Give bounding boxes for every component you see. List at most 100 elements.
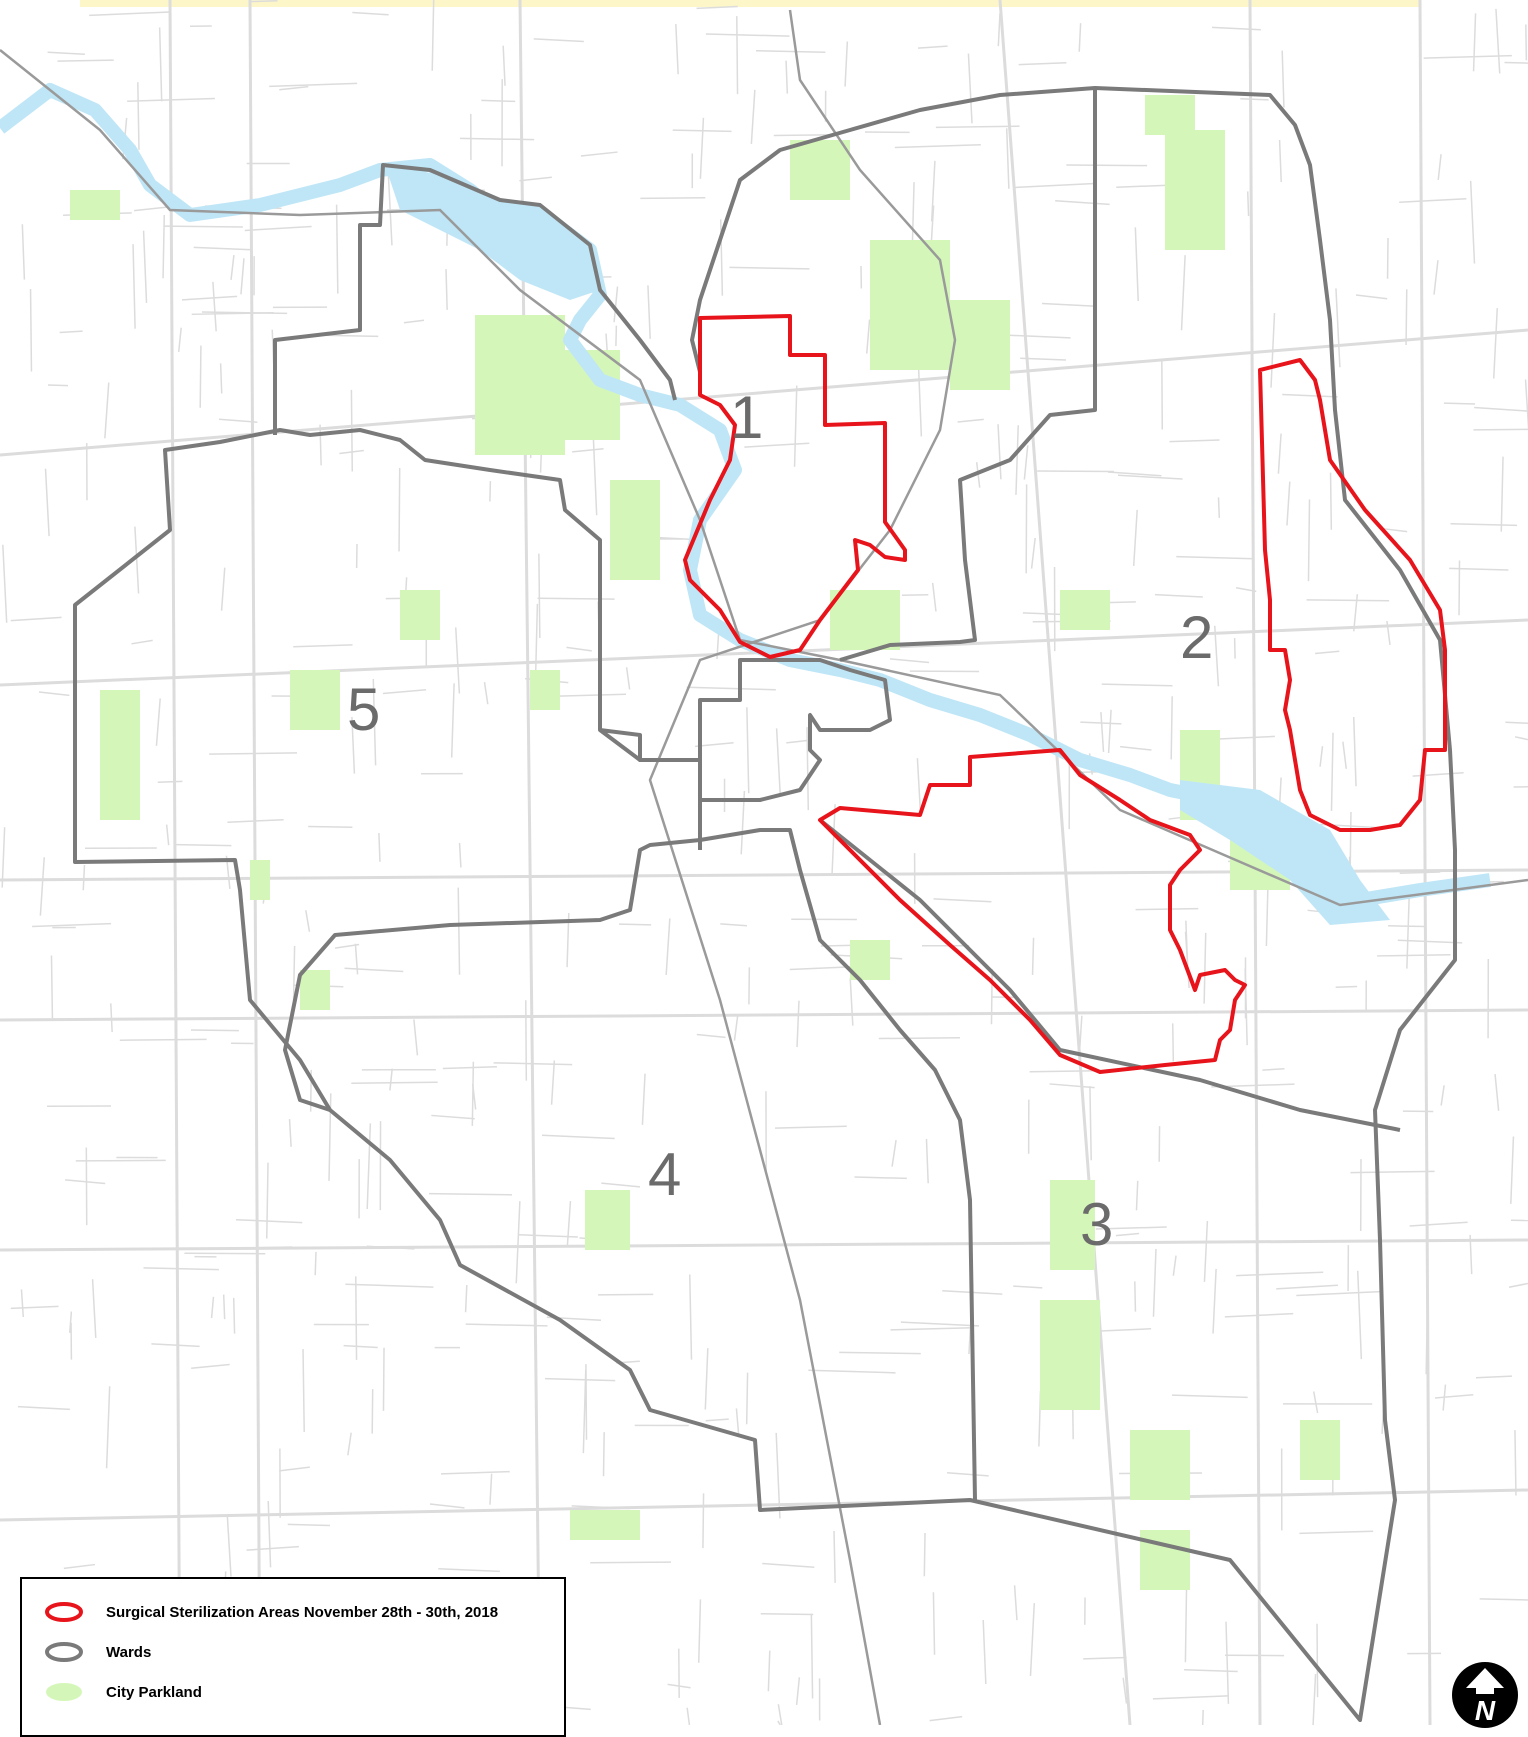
park-patch	[1060, 590, 1110, 630]
street-segment	[1388, 926, 1426, 927]
street-segment	[432, 0, 433, 71]
street-segment	[438, 1569, 500, 1572]
street-segment	[144, 231, 147, 303]
street-segment	[839, 1352, 921, 1353]
street-segment	[1033, 938, 1034, 975]
street-segment	[288, 1524, 330, 1525]
street-segment	[1282, 395, 1337, 397]
street-segment	[1474, 408, 1528, 412]
street-segment	[1450, 524, 1517, 526]
street-segment	[46, 469, 50, 536]
street-segment	[778, 1721, 780, 1725]
street-segment	[590, 1562, 671, 1563]
ward-label-5: 5	[347, 676, 380, 743]
street-segment	[135, 527, 139, 594]
street-segment	[1172, 1395, 1248, 1397]
park-patch	[1130, 1430, 1190, 1500]
street-segment	[737, 16, 738, 94]
street-segment	[1240, 99, 1268, 100]
street-segment	[1055, 201, 1109, 205]
street-segment	[131, 640, 152, 643]
street-segment	[107, 1386, 110, 1468]
street-segment	[947, 1473, 989, 1476]
street-segment	[269, 83, 357, 86]
street-segment	[191, 1364, 230, 1368]
street-segment	[446, 269, 447, 310]
street-segment	[1511, 1137, 1514, 1204]
street-segment	[0, 330, 1528, 455]
street-segment	[1016, 425, 1018, 495]
street-segment	[1314, 1392, 1318, 1413]
park-patch	[1300, 1420, 1340, 1480]
street-segment	[93, 1279, 96, 1338]
street-segment	[601, 1183, 640, 1187]
street-segment	[1315, 651, 1339, 653]
street-segment	[1215, 626, 1219, 686]
street-segment	[666, 918, 670, 975]
street-segment	[1287, 482, 1290, 526]
street-segment	[1434, 260, 1438, 294]
street-segment	[0, 1010, 1528, 1020]
street-segment	[164, 226, 243, 227]
street-segment	[1494, 308, 1498, 378]
street-segment	[1406, 289, 1407, 345]
street-segment	[60, 331, 83, 332]
street-segment	[1000, 0, 1130, 1725]
street-segment	[182, 296, 237, 299]
street-segment	[1278, 434, 1281, 474]
street-segment	[245, 226, 312, 230]
street-segment	[1343, 742, 1346, 769]
street-segment	[1134, 510, 1137, 566]
park-patch	[830, 590, 900, 650]
street-segment	[456, 627, 460, 693]
street-segment	[490, 481, 491, 501]
street-segment	[22, 224, 24, 279]
street-segment	[83, 865, 84, 890]
street-segment	[797, 1001, 799, 1047]
street-segment	[627, 667, 630, 689]
street-segment	[120, 1039, 207, 1040]
street-segment	[808, 1370, 895, 1373]
street-segment	[192, 313, 274, 315]
street-segment	[1444, 403, 1475, 404]
street-segment	[845, 42, 847, 87]
street-segment	[367, 1123, 370, 1209]
street-segment	[212, 1297, 214, 1318]
legend-label: Wards	[106, 1644, 151, 1661]
street-segment	[1332, 733, 1334, 811]
street-segment	[163, 215, 164, 278]
street-segment	[179, 328, 182, 352]
street-segment	[356, 1276, 357, 1360]
street-segment	[1476, 1376, 1512, 1378]
street-segment	[1219, 497, 1220, 517]
street-segment	[1320, 746, 1322, 767]
north-arrow-icon: N	[1450, 1660, 1520, 1730]
street-segment	[200, 346, 201, 408]
street-segment	[786, 740, 808, 743]
street-segment	[1480, 1599, 1528, 1600]
park-patch	[1145, 95, 1195, 135]
street-segment	[1101, 712, 1104, 752]
street-segment	[268, 1501, 270, 1567]
red-outline-oval-icon	[44, 1601, 84, 1623]
park-patch	[790, 140, 850, 200]
street-segment	[1173, 1023, 1174, 1061]
street-segment	[1109, 710, 1111, 753]
street-segment	[1083, 1658, 1126, 1659]
street-segment	[156, 698, 160, 745]
street-segment	[1204, 933, 1206, 1004]
street-segment	[729, 267, 809, 269]
street-segment	[351, 1082, 437, 1083]
street-segment	[795, 386, 797, 467]
street-segment	[705, 1348, 708, 1409]
park-patch	[290, 670, 340, 730]
street-segment	[1042, 304, 1094, 307]
street-segment	[1184, 1670, 1238, 1672]
street-segment	[1299, 1531, 1373, 1533]
street-segment	[251, 1, 277, 2]
street-segment	[1120, 747, 1151, 750]
street-segment	[1515, 1430, 1516, 1495]
street-segment	[1066, 165, 1147, 166]
street-segment	[539, 554, 540, 638]
